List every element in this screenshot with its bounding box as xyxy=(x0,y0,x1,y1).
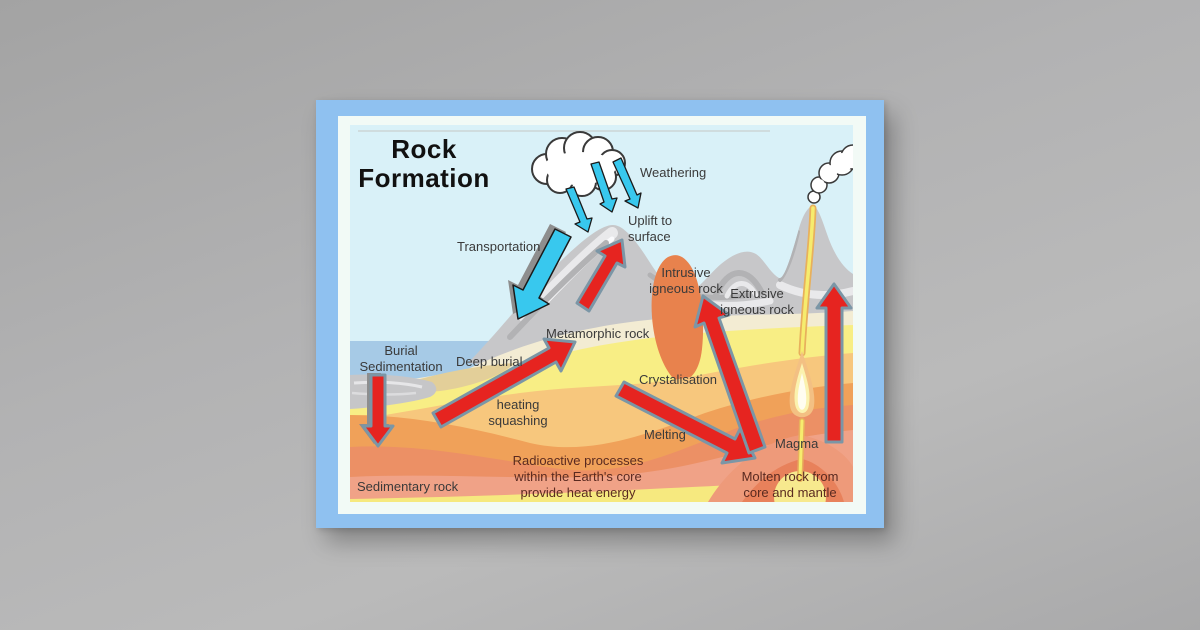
smoke-plume-icon xyxy=(807,144,853,204)
label-radioactive-processes: Radioactive processes within the Earth's… xyxy=(512,453,644,500)
intrusive-igneous-blob xyxy=(651,255,704,381)
deep-burial-arrow-icon xyxy=(431,337,577,429)
label-transportation: Transportation xyxy=(457,239,541,254)
burial-arrow-icon xyxy=(361,373,395,448)
rain-arrow-icon xyxy=(590,161,618,213)
magma-chamber xyxy=(708,435,853,502)
rain-arrow-icon xyxy=(565,186,593,233)
label-molten-rock: Molten rock from core and mantle xyxy=(741,469,839,500)
transportation-arrow-icon xyxy=(508,224,572,320)
intrusive-rise-arrow-icon xyxy=(693,294,767,455)
label-weathering: Weathering xyxy=(640,165,707,180)
uplift-arrow-icon xyxy=(575,238,627,313)
label-crystalisation: Crystalisation xyxy=(639,372,718,387)
page-title: Rock Formation xyxy=(358,134,490,193)
diagram-graphic xyxy=(350,130,853,502)
label-sedimentary-rock: Sedimentary rock xyxy=(357,479,459,494)
label-metamorphic-rock: Metamorphic rock xyxy=(546,326,650,341)
rain-cloud-icon xyxy=(531,131,626,197)
poster-mat: Rock Formation Weathering Uplift to surf… xyxy=(338,116,866,514)
label-extrusive-igneous-rock: Extrusive igneous rock xyxy=(720,286,794,317)
label-melting: Melting xyxy=(644,427,686,442)
label-heating-squashing: heating squashing xyxy=(488,397,548,428)
red-arrows xyxy=(359,238,853,465)
label-magma: Magma xyxy=(775,436,819,451)
label-deep-burial: Deep burial xyxy=(456,354,523,369)
rain-arrow-icon xyxy=(612,157,642,209)
rain-arrows xyxy=(565,157,642,233)
volcano-conduit xyxy=(797,204,817,482)
extrusive-rise-arrow-icon xyxy=(815,282,853,444)
label-burial-sedimentation: Burial Sedimentation xyxy=(359,343,443,374)
label-uplift-to-surface: Uplift to surface xyxy=(628,213,673,244)
label-intrusive-igneous-rock: Intrusive igneous rock xyxy=(649,265,723,296)
magma-flame-icon xyxy=(789,351,815,418)
poster: Rock Formation Weathering Uplift to surf… xyxy=(316,100,884,528)
rock-formation-diagram: Rock Formation Weathering Uplift to surf… xyxy=(350,125,853,502)
